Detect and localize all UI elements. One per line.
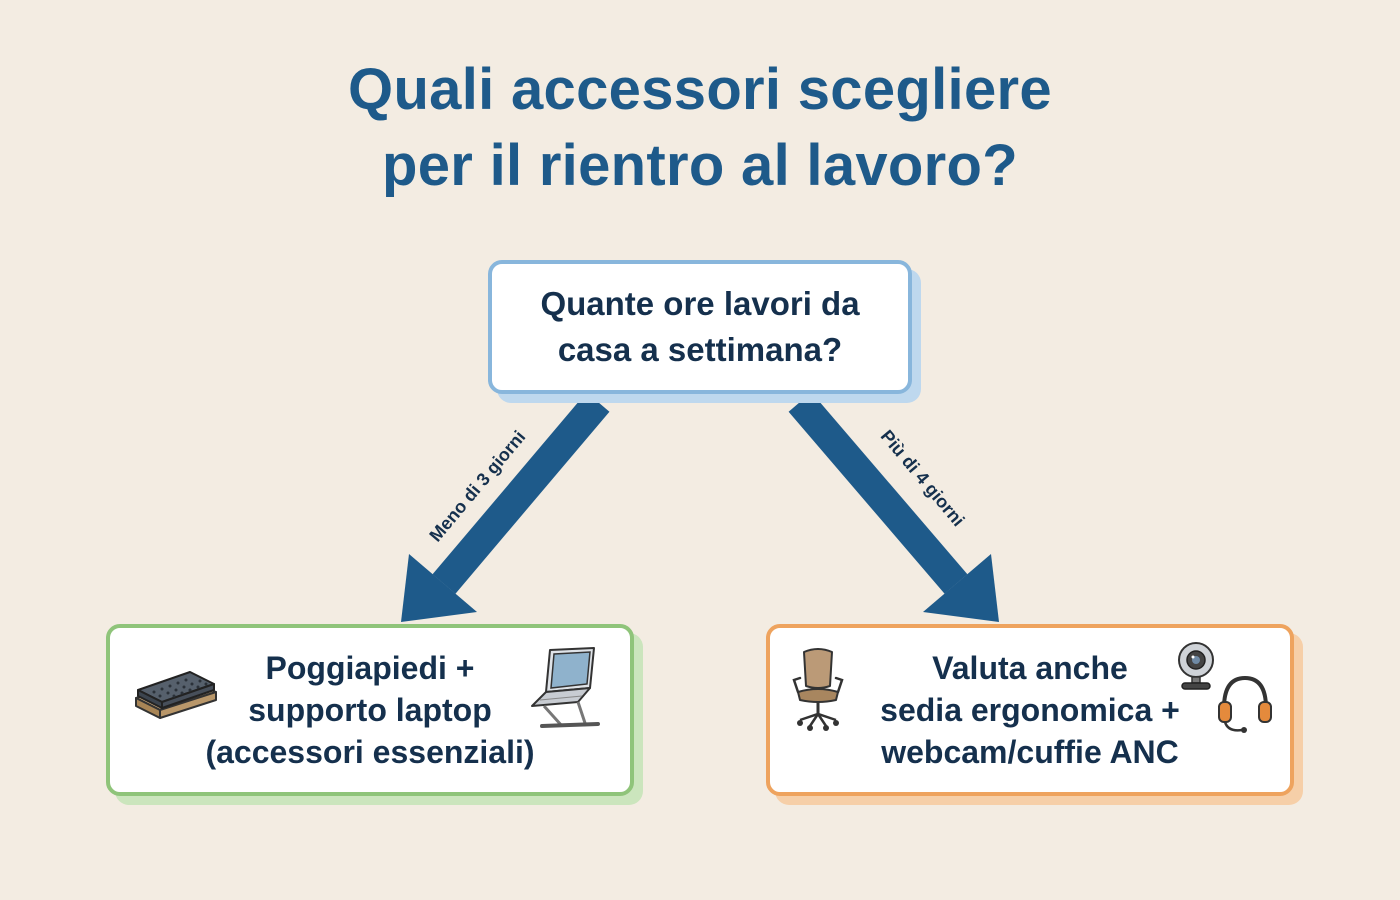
outcome-left-line-3: (accessori essenziali) xyxy=(205,734,535,770)
laptop-stand-icon xyxy=(531,647,600,728)
title-line-2: per il rientro al lavoro? xyxy=(382,133,1018,198)
outcome-right-line-2: sedia ergonomica + xyxy=(880,692,1180,728)
question-box: Quante ore lavori da casa a settimana? xyxy=(488,260,912,394)
headset-icon xyxy=(1218,675,1272,733)
outcome-left-line-1: Poggiapiedi + xyxy=(265,650,475,686)
arrow-left xyxy=(401,392,610,622)
question-line-2: casa a settimana? xyxy=(557,331,843,368)
arrow-right xyxy=(788,392,999,622)
title-line-1: Quali accessori scegliere xyxy=(348,57,1052,122)
question-line-1: Quante ore lavori da xyxy=(540,285,860,322)
outcome-right-line-1: Valuta anche xyxy=(932,650,1128,686)
outcome-right-line-3: webcam/cuffie ANC xyxy=(881,734,1179,770)
footrest-icon xyxy=(135,671,217,719)
page-title: Quali accessori scegliere per il rientro… xyxy=(0,52,1400,204)
office-chair-icon xyxy=(792,648,844,731)
outcome-left-line-2: supporto laptop xyxy=(248,692,492,728)
outcome-box-left: Poggiapiedi + supporto laptop (accessori… xyxy=(106,624,634,796)
webcam-icon xyxy=(1178,642,1214,690)
